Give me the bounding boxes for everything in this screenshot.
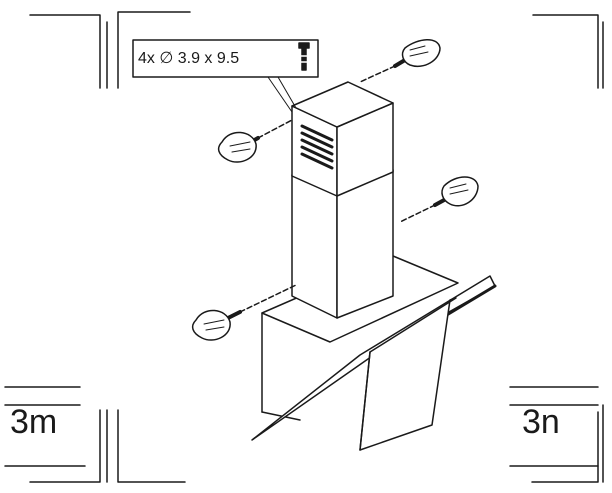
screwdriver-top-left	[217, 119, 293, 163]
screwdriver-top-right	[359, 39, 441, 83]
screw-spec-label: 4x ∅ 3.9 x 9.5	[138, 50, 240, 67]
hand-icon	[217, 131, 257, 163]
step-label-3m: 3m	[10, 403, 58, 441]
step-label-3n: 3n	[522, 403, 560, 441]
callout-leaders	[267, 76, 297, 113]
screw-icon	[298, 42, 310, 71]
vent-slots	[300, 124, 334, 170]
screw-callout-box	[132, 39, 319, 78]
corner-marks	[4, 11, 604, 483]
screwdriver-mid-right	[399, 176, 479, 223]
upper-chimney	[291, 81, 394, 197]
screwdriver-bottom-left	[191, 284, 297, 341]
hand-icon	[191, 309, 231, 341]
hand-icon	[401, 39, 441, 67]
